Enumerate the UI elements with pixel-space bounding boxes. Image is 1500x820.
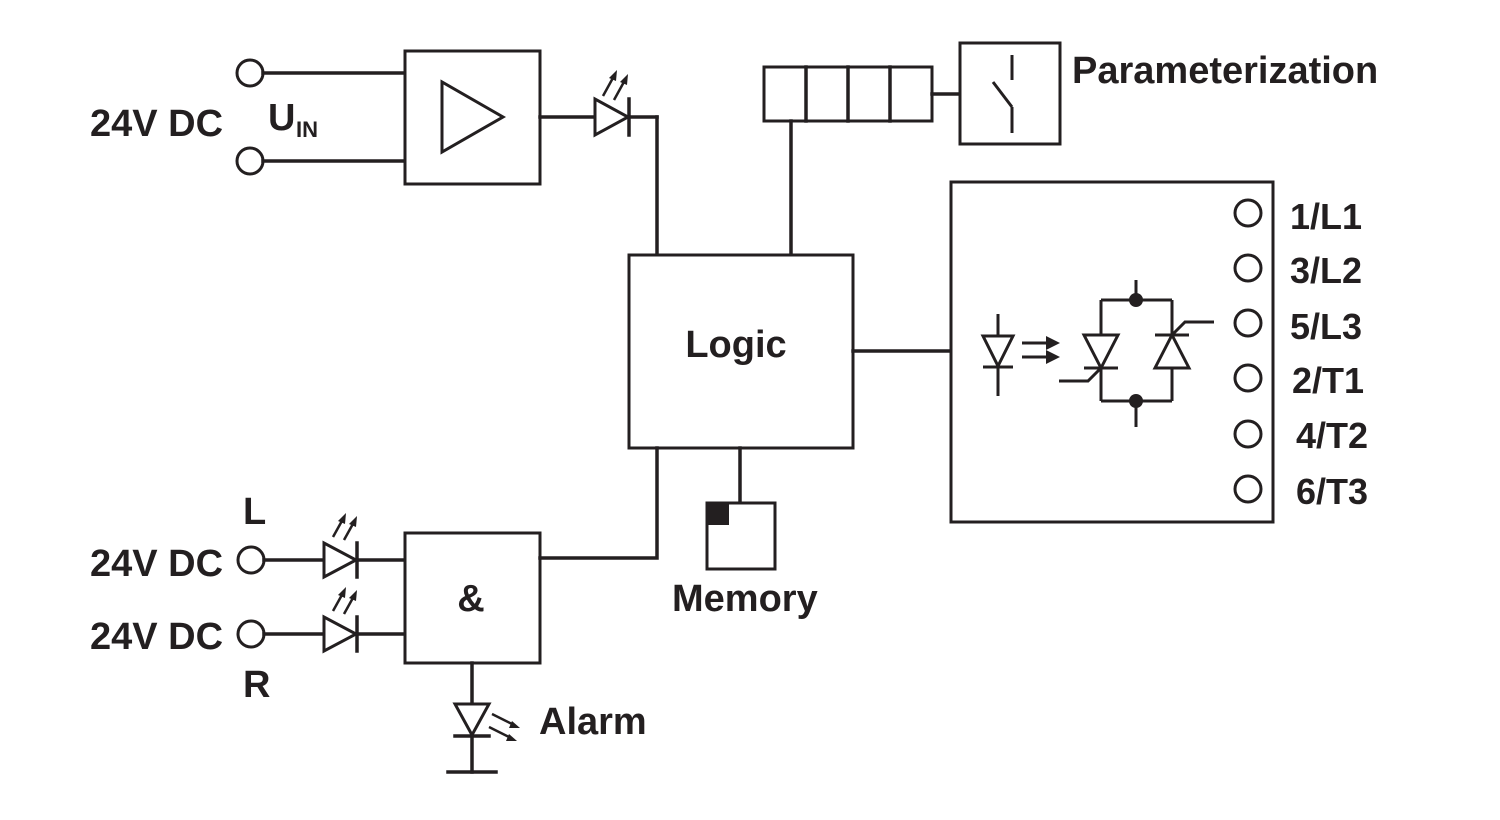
right-side-label: R	[243, 664, 270, 706]
logic-block: Logic	[627, 253, 855, 450]
terminal-label: 1/L1	[1290, 196, 1362, 237]
left-led-icon	[262, 513, 407, 580]
uin-label: U	[268, 97, 295, 139]
left-supply-label: 24V DC	[90, 543, 223, 585]
output-stage-block	[949, 180, 1275, 524]
and-gate-label: &	[457, 578, 484, 620]
right-led-icon	[262, 587, 407, 654]
terminal-label: 5/L3	[1290, 306, 1362, 347]
terminal-2-t1	[1233, 363, 1263, 393]
logic-label: Logic	[685, 324, 786, 366]
supply-input-group: 24V DC U IN	[90, 58, 407, 176]
parameterization-label: Parameterization	[1072, 50, 1378, 92]
memory-icon	[707, 503, 729, 525]
alarm-label: Alarm	[539, 701, 647, 743]
memory-block: Memory	[672, 446, 818, 620]
amplifier-icon	[440, 79, 507, 155]
terminal-1-l1	[1233, 198, 1263, 228]
switch-icon	[991, 81, 1014, 108]
left-side-label: L	[243, 491, 266, 533]
supply-terminal-minus	[235, 146, 265, 176]
supply-label: 24V DC	[90, 103, 223, 145]
terminal-label: 2/T1	[1292, 360, 1364, 401]
right-input-terminal	[236, 619, 266, 649]
thyristor-icon	[1059, 280, 1214, 427]
alarm-led-icon	[446, 661, 520, 774]
left-input-terminal	[236, 545, 266, 575]
terminal-6-t3	[1233, 474, 1263, 504]
right-supply-label: 24V DC	[90, 616, 223, 658]
parameter-switch-block	[958, 41, 1062, 146]
terminal-4-t2	[1233, 419, 1263, 449]
terminal-label: 4/T2	[1296, 415, 1368, 456]
terminal-label: 6/T3	[1296, 471, 1368, 512]
terminal-3-l2	[1233, 253, 1263, 283]
terminal-label: 3/L2	[1290, 250, 1362, 291]
amplifier-block	[403, 49, 542, 186]
supply-led-icon	[538, 70, 659, 257]
parameter-bus	[762, 65, 962, 257]
terminal-5-l3	[1233, 308, 1263, 338]
supply-terminal-plus	[235, 58, 265, 88]
and-gate-block: &	[403, 531, 542, 665]
optocoupler-icon	[980, 314, 1060, 396]
memory-label: Memory	[672, 578, 818, 620]
uin-subscript: IN	[296, 117, 318, 142]
